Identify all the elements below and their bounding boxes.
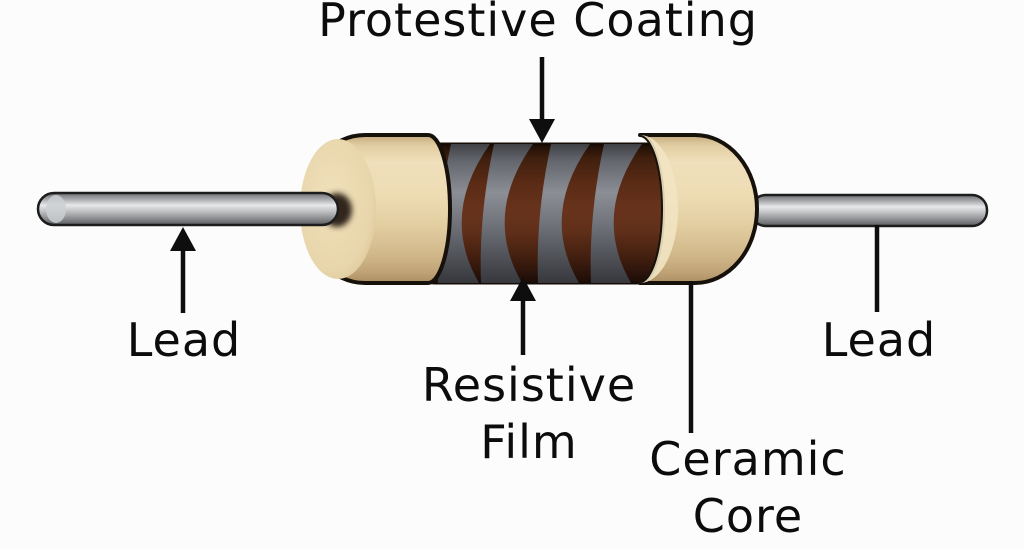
resistive-film-label-line1: Resistive <box>421 358 637 412</box>
ceramic-core-label: Ceramic Core <box>649 431 846 545</box>
left-lead-end-face <box>46 195 66 223</box>
resistive-film-label: Resistive Film <box>422 357 636 471</box>
lead-left-label: Lead <box>126 313 242 367</box>
callout-pointers <box>170 57 880 433</box>
right-cap-highlight <box>640 135 678 283</box>
resistive-film-arrow <box>510 277 536 355</box>
right-lead-wire <box>749 193 989 228</box>
color-band-3 <box>537 144 590 283</box>
resistive-film-label-line2: Film <box>480 415 578 469</box>
left-lead-wire <box>36 191 340 227</box>
lead-right-label: Lead <box>821 313 937 367</box>
ceramic-core-label-line1: Ceramic <box>649 432 847 486</box>
color-band-1 <box>437 144 490 283</box>
lead-left-arrow <box>170 227 196 313</box>
color-band-4 <box>590 144 642 283</box>
color-bands <box>437 144 642 283</box>
ceramic-core-label-line2: Core <box>692 489 804 543</box>
protective-coating-label: Protestive Coating <box>318 0 758 47</box>
coating-arrow <box>529 57 555 143</box>
color-band-2 <box>480 144 533 283</box>
